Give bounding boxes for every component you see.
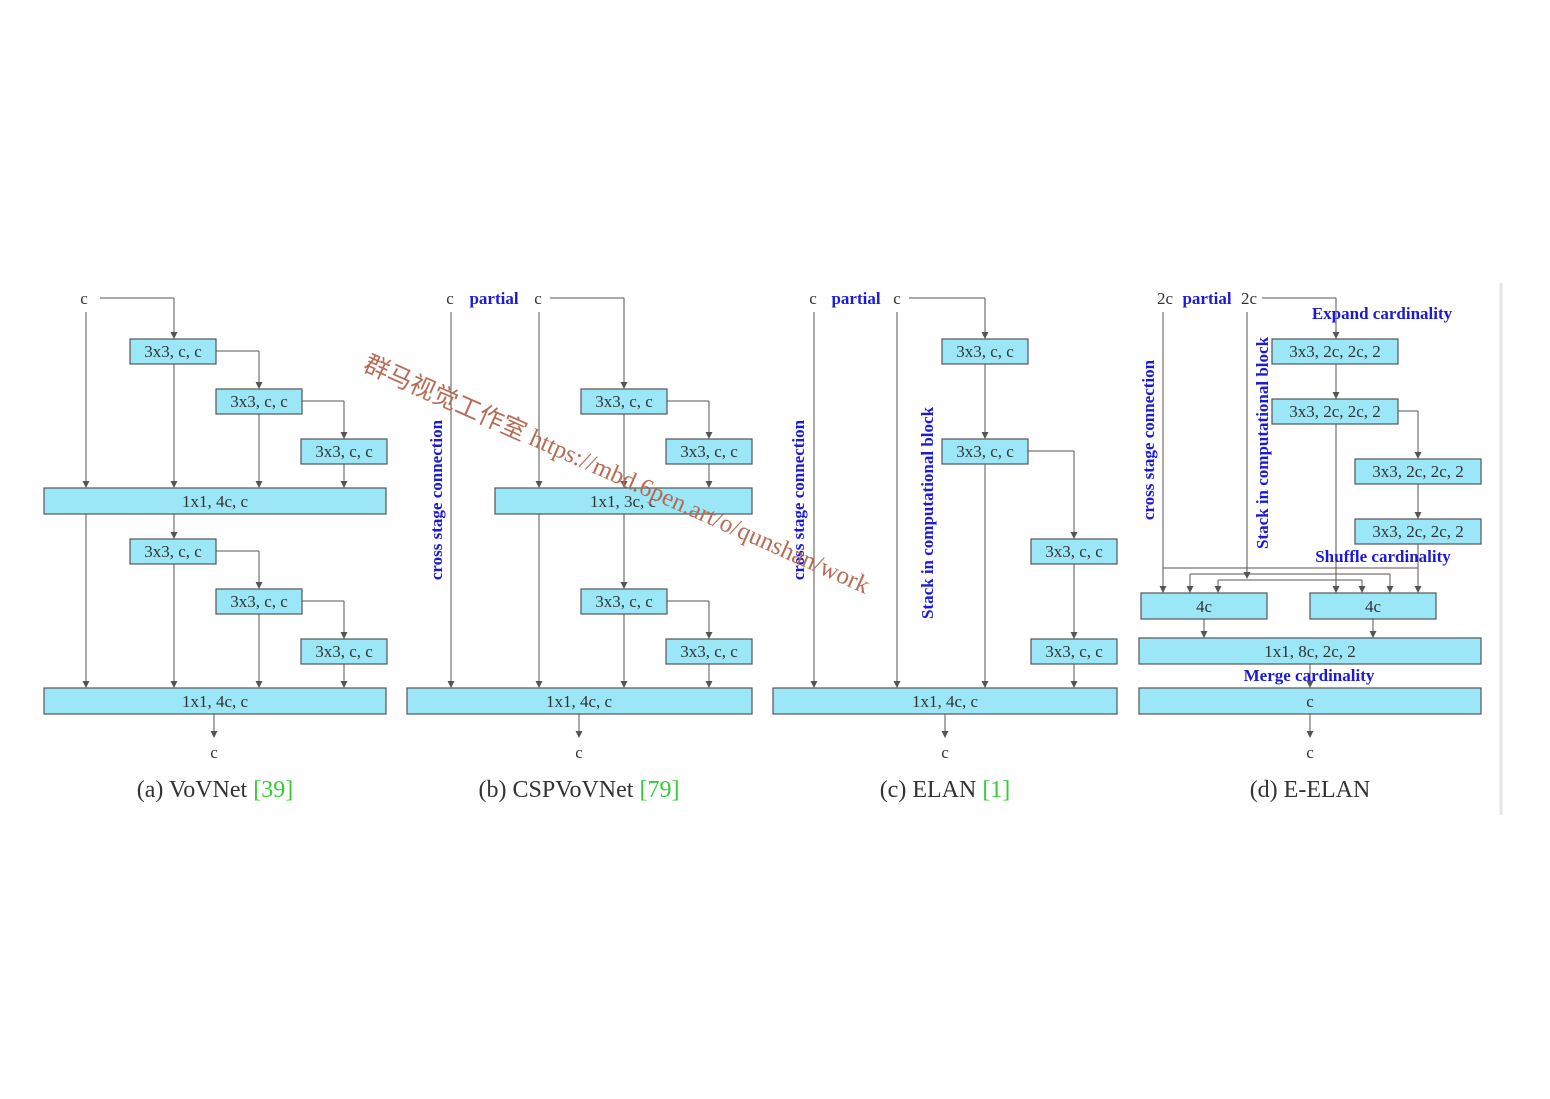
vovnet-conv2-label: 3x3, c, c [230,392,288,411]
panel-vovnet: c 3x3, c, c 3x3, c, c 3x3, c, c 1x1, 4c,… [43,289,388,803]
vovnet-conv4-block [129,538,217,565]
e-elan-cross-stage-label: cross stage connection [1139,359,1158,520]
e-elan-group2-block [1309,592,1437,620]
vovnet-conv3-label: 3x3, c, c [315,442,373,461]
cspvovnet-transition1-block [494,487,753,515]
cspvovnet-input-right-label: c [534,289,542,308]
cspvovnet-input-left-label: c [446,289,454,308]
e-elan-conv1-block [1271,338,1399,365]
elan-input-left-label: c [809,289,817,308]
elan-partial-label: partial [831,289,880,308]
cspvovnet-transition1-label: 1x1, 3c, c [590,492,657,511]
e-elan-conv4-label: 3x3, 2c, 2c, 2 [1372,522,1464,541]
vovnet-conv6-label: 3x3, c, c [315,642,373,661]
cspvovnet-conv1-label: 3x3, c, c [595,392,653,411]
vovnet-output-label: c [210,743,218,762]
elan-caption: (c) ELAN [1] [880,777,1011,803]
elan-conv1-label: 3x3, c, c [956,342,1014,361]
elan-stack-label: Stack in computational block [918,406,937,619]
cspvovnet-caption: (b) CSPVoVNet [79] [479,777,680,803]
e-elan-input-left-label: 2c [1157,289,1174,308]
e-elan-conv3-label: 3x3, 2c, 2c, 2 [1372,462,1464,481]
cspvovnet-conv4-label: 3x3, c, c [680,642,738,661]
e-elan-transition-block [1138,637,1482,665]
vovnet-conv6-block [300,638,388,665]
e-elan-conv2-block [1271,398,1399,425]
e-elan-merge-label: Merge cardinality [1244,666,1375,685]
e-elan-stack-label: Stack in computational block [1253,336,1272,549]
elan-conv3-label: 3x3, c, c [1045,542,1103,561]
cspvovnet-transition2-label: 1x1, 4c, c [546,692,613,711]
e-elan-caption: (d) E-ELAN [1250,777,1371,803]
vovnet-caption: (a) VoVNet [39] [137,777,293,803]
e-elan-group1-block [1140,592,1268,620]
cspvovnet-conv1-block [580,388,668,415]
vovnet-conv1-block [129,338,217,365]
e-elan-merged-block [1138,687,1482,715]
elan-transition-label: 1x1, 4c, c [912,692,979,711]
e-elan-group1-label: 4c [1196,597,1213,616]
elan-conv4-block [1030,638,1118,665]
vovnet-transition1-block [43,487,387,515]
elan-transition-block [772,687,1118,715]
e-elan-group2-label: 4c [1365,597,1382,616]
elan-conv1-block [941,338,1029,365]
vovnet-transition2-block [43,687,387,715]
elan-conv4-label: 3x3, c, c [1045,642,1103,661]
cspvovnet-conv3-label: 3x3, c, c [595,592,653,611]
e-elan-shuffle-label: Shuffle cardinality [1315,547,1451,566]
vovnet-conv4-label: 3x3, c, c [144,542,202,561]
cspvovnet-partial-label: partial [469,289,518,308]
cspvovnet-conv2-label: 3x3, c, c [680,442,738,461]
elan-conv3-block [1030,538,1118,565]
vovnet-transition2-label: 1x1, 4c, c [182,692,249,711]
e-elan-conv4-block [1354,518,1482,545]
vovnet-input-label: c [80,289,88,308]
e-elan-input-right-label: 2c [1241,289,1258,308]
e-elan-expand-label: Expand cardinality [1312,304,1453,323]
elan-output-label: c [941,743,949,762]
cspvovnet-conv4-block [665,638,753,665]
panel-e-elan: 2c partial 2c Expand cardinality cross s… [1138,289,1482,803]
panel-cspvovnet: c partial c cross stage connection 3x3, … [406,289,753,803]
e-elan-merged-label: c [1306,692,1314,711]
e-elan-partial-label: partial [1182,289,1231,308]
e-elan-transition-label: 1x1, 8c, 2c, 2 [1264,642,1356,661]
elan-cross-stage-label: cross stage connection [789,419,808,580]
elan-input-right-label: c [893,289,901,308]
vovnet-conv5-label: 3x3, c, c [230,592,288,611]
elan-conv2-label: 3x3, c, c [956,442,1014,461]
e-elan-conv1-label: 3x3, 2c, 2c, 2 [1289,342,1381,361]
e-elan-conv2-label: 3x3, 2c, 2c, 2 [1289,402,1381,421]
e-elan-output-label: c [1306,743,1314,762]
panel-elan: c partial c cross stage connection Stack… [772,289,1118,803]
cspvovnet-cross-stage-label: cross stage connection [427,419,446,580]
vovnet-transition1-label: 1x1, 4c, c [182,492,249,511]
cspvovnet-output-label: c [575,743,583,762]
vovnet-conv1-label: 3x3, c, c [144,342,202,361]
